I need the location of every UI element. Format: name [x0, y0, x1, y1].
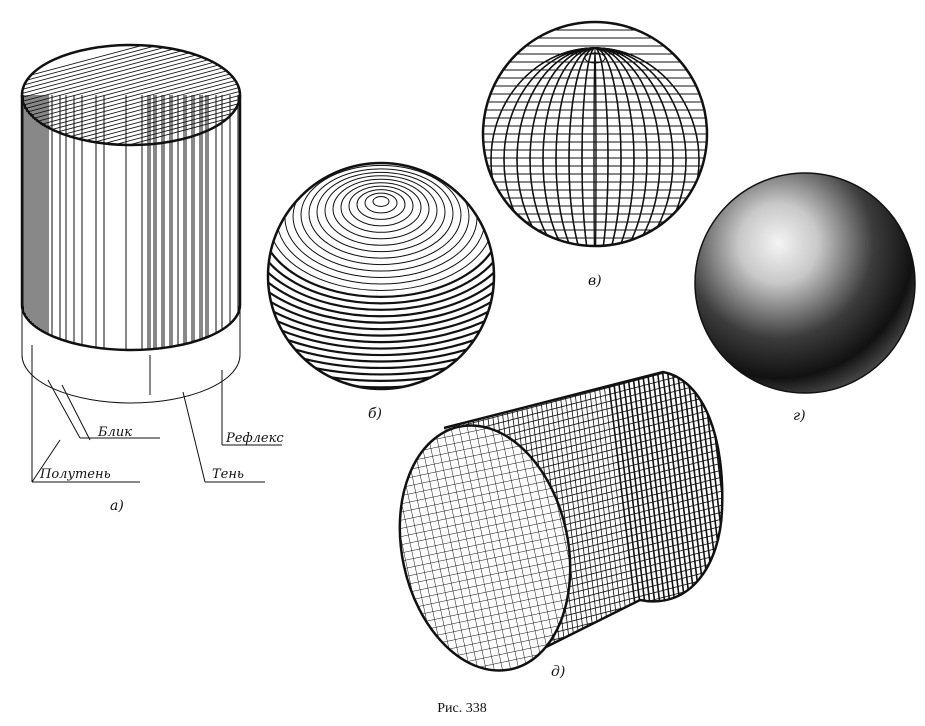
cylinder-a-body-outline: [20, 95, 242, 352]
sphere-b-outline: [266, 161, 496, 391]
cylinder-a-base-outline: [21, 305, 241, 404]
panel-a-label: а): [110, 498, 124, 514]
panel-b-sphere: б): [266, 161, 496, 422]
panel-v-label: в): [588, 273, 602, 289]
sphere-v-hatching: [483, 29, 707, 246]
panel-v-sphere: в): [481, 20, 709, 289]
sphere-b-hatching: [268, 163, 494, 389]
panel-d-label: д): [551, 664, 565, 680]
cylinder-d-body-outline: [443, 370, 724, 667]
panel-b-label: б): [368, 406, 382, 422]
panel-g-sphere: г): [694, 172, 916, 424]
label-shadow: Тень: [212, 467, 244, 482]
cylinder-a-hatching: [23, 95, 239, 350]
sphere-v-outline: [481, 20, 709, 248]
label-halftone: Полутень: [39, 467, 111, 482]
cylinder-a-top-hatching: [22, 45, 240, 145]
panel-d-cylinder: д): [395, 370, 724, 680]
cylinder-d-face-outline: [398, 424, 572, 672]
cylinder-a-leader-lines: [31, 345, 282, 483]
label-highlight: Блик: [97, 425, 132, 440]
sphere-g-shaded: [694, 172, 916, 394]
label-reflex: Рефлекс: [225, 431, 284, 446]
figure-caption: Рис. 338: [437, 701, 487, 716]
panel-g-label: г): [793, 408, 806, 424]
panel-a-cylinder: Блик Рефлекс Полутень Тень а): [20, 43, 284, 514]
